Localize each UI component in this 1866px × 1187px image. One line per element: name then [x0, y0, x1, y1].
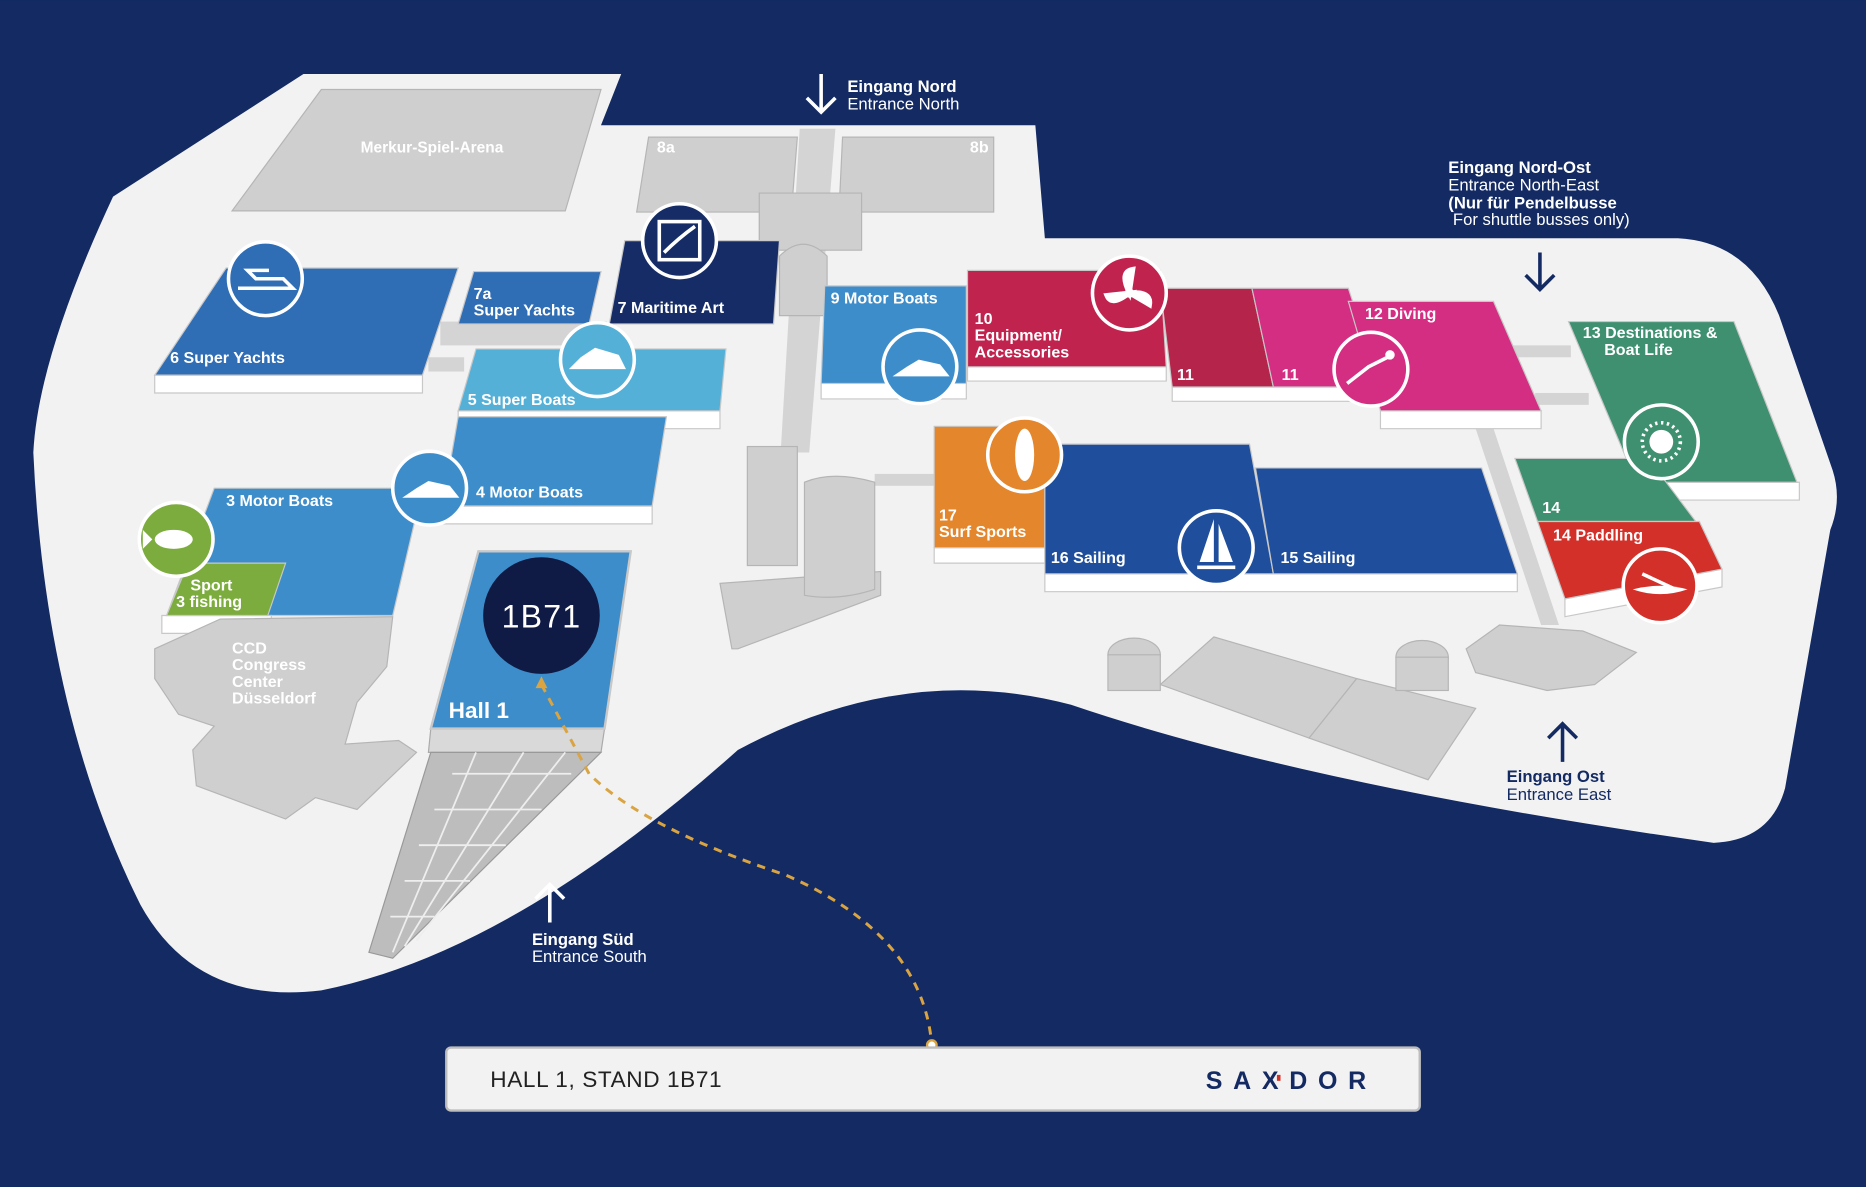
- hall-17-label-2: Surf Sports: [939, 523, 1026, 541]
- south-grid: [390, 751, 572, 953]
- north-tunnel: [778, 243, 828, 317]
- hall-15-label: 15 Sailing: [1280, 549, 1355, 567]
- ccd-building: [154, 616, 418, 820]
- merkur-spiel-arena: [230, 88, 602, 212]
- entrance-east[interactable]: Eingang Ost Entrance East: [1507, 721, 1612, 804]
- fishing-label-1: Sport: [190, 577, 233, 595]
- arrow-up-icon: [1546, 721, 1579, 762]
- hall-8b-label: 8b: [970, 139, 989, 157]
- entrance-north-en: Entrance North: [847, 95, 959, 114]
- propeller-icon: [1090, 254, 1169, 332]
- surfboard-icon: [985, 416, 1064, 494]
- hall-11a-label: 11: [1177, 366, 1194, 384]
- stand-location: HALL 1, STAND 1B71: [490, 1067, 722, 1092]
- stand-marker[interactable]: [480, 554, 603, 677]
- arrow-down-icon: [1524, 252, 1556, 292]
- hall-15[interactable]: [1254, 467, 1519, 575]
- route-to-stand: [540, 683, 934, 1046]
- ccd-label-3: Center: [232, 673, 283, 691]
- motor-boat-icon: [881, 328, 959, 406]
- fish-icon: [137, 500, 215, 579]
- hall-17-label-1: 17: [939, 506, 957, 524]
- sun-icon: [1622, 403, 1700, 481]
- fishing-label-2: 3 fishing: [176, 593, 242, 611]
- east-buildings: [1107, 624, 1638, 781]
- super-boat-icon: [558, 320, 637, 399]
- hall-3-label: 3 Motor Boats: [226, 492, 333, 510]
- hall-7a-label-1: 7a: [474, 285, 493, 303]
- hall-8a-label: 8a: [657, 139, 676, 157]
- maritime-art-icon: [640, 201, 719, 280]
- hall-5-label: 5 Super Boats: [468, 391, 576, 409]
- hall-3-fishing[interactable]: [165, 562, 287, 617]
- diver-icon: [1332, 330, 1410, 408]
- entrance-south-de: Eingang Süd: [532, 930, 634, 949]
- arrow-up-icon: [534, 881, 566, 923]
- entrance-north[interactable]: Eingang Nord Entrance North: [805, 74, 959, 115]
- hall-10-label-1: 10: [975, 310, 993, 328]
- entrance-ne-de: Eingang Nord-Ost: [1448, 158, 1591, 177]
- entrance-east-en: Entrance East: [1507, 785, 1612, 804]
- hall-1-label: Hall 1: [449, 698, 509, 723]
- route-arrow-icon: [535, 676, 548, 689]
- hall-8b: [838, 136, 995, 213]
- entrance-south-en: Entrance South: [532, 947, 647, 966]
- hall-13-label-2: Boat Life: [1604, 341, 1673, 359]
- motor-boat-icon: [390, 449, 469, 527]
- hall-16-label: 16 Sailing: [1051, 549, 1126, 567]
- entrance-north-de: Eingang Nord: [847, 77, 956, 96]
- entrance-south[interactable]: Eingang Süd Entrance South: [532, 881, 647, 966]
- logo-accent: [1276, 1074, 1281, 1081]
- entrance-east-de: Eingang Ost: [1507, 767, 1606, 786]
- stand-number: 1B71: [502, 598, 582, 634]
- arena-label: Merkur-Spiel-Arena: [361, 140, 504, 157]
- hall-13-label-1: 13 Destinations &: [1583, 324, 1718, 342]
- arrow-down-icon: [805, 74, 837, 115]
- hall-4-label: 4 Motor Boats: [476, 484, 583, 502]
- entrance-ne-note-de: (Nur für Pendelbusse: [1448, 194, 1616, 213]
- hall-10-label-3: Accessories: [975, 343, 1070, 361]
- entrance-ne-note-en: For shuttle busses only): [1448, 210, 1629, 229]
- hall-14p-label: 14 Paddling: [1553, 527, 1643, 545]
- saxdor-logo: SAXDOR: [1206, 1067, 1377, 1095]
- hall-12-label: 12 Diving: [1365, 305, 1436, 323]
- central-building: [719, 445, 882, 650]
- hall-7a-label-2: Super Yachts: [474, 302, 575, 320]
- hall-6-label: 6 Super Yachts: [170, 349, 285, 367]
- hall-14-label: 14: [1542, 499, 1560, 517]
- kayak-icon: [1621, 547, 1699, 625]
- hall-14-paddling[interactable]: [1536, 520, 1723, 600]
- stand-banner: HALL 1, STAND 1B71 SAXDOR: [445, 1046, 1421, 1112]
- ccd-label-1: CCD: [232, 640, 267, 658]
- hall-7-label: 7 Maritime Art: [618, 299, 725, 317]
- hall-10-label-2: Equipment/: [975, 327, 1063, 345]
- ccd-label-2: Congress: [232, 656, 306, 674]
- entrance-ne-en: Entrance North-East: [1448, 176, 1599, 195]
- hall-11b-label: 11: [1282, 366, 1299, 384]
- yacht-icon: [226, 240, 305, 318]
- sailboat-icon: [1177, 509, 1255, 587]
- north-building: [758, 192, 863, 251]
- ccd-label-4: Düsseldorf: [232, 690, 316, 708]
- entrance-north-east[interactable]: Eingang Nord-Ost Entrance North-East (Nu…: [1448, 158, 1630, 292]
- hall-9-label: 9 Motor Boats: [831, 290, 938, 308]
